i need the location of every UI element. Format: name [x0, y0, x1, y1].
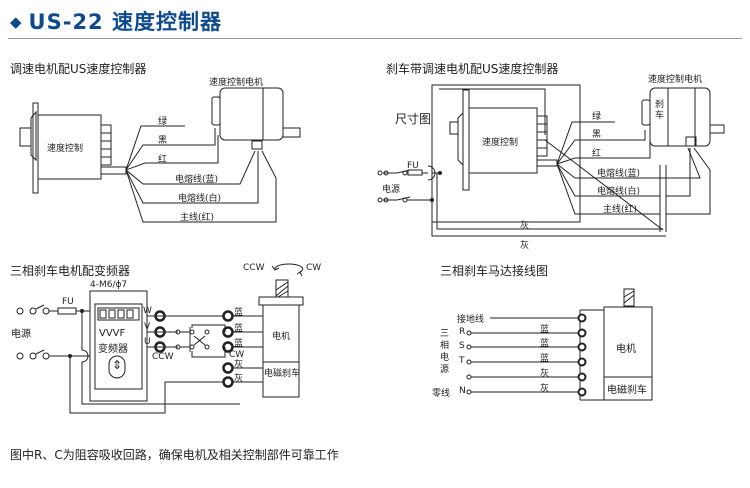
d2-motor-label: 速度控制电机: [648, 75, 703, 85]
d2-wire-fuse-blue: 电熔线(蓝): [597, 169, 641, 179]
d4-terminal-t: T: [459, 356, 465, 366]
d3-power-label: 电源: [11, 329, 31, 340]
d2-power-label: 电源: [382, 185, 401, 195]
d3-rotation-cw: CW: [306, 263, 322, 273]
d3-wire-blue-2: 蓝: [234, 324, 244, 334]
d3-terminal-u: U: [144, 337, 151, 347]
d1-terminal-block: [100, 124, 112, 166]
d4-wire-blue-3: 蓝: [540, 354, 550, 364]
d4-wire-gray-1: 灰: [540, 369, 550, 379]
d4-brake-label: 电磁刹车: [607, 385, 647, 396]
d1-cable: [100, 166, 127, 175]
d1-motor-terminal: [251, 140, 263, 150]
d4-terminal-r: R: [459, 327, 466, 337]
d3-wire-gray-1: 灰: [234, 360, 244, 370]
d1-flange: [32, 102, 39, 194]
d1-motor-body: [219, 87, 284, 141]
d4-motor-label: 电机: [616, 344, 636, 355]
d1-shaft: [19, 127, 32, 147]
footer-note: 图中R、C为阻容吸收回路，确保电机及相关控制部件可靠工作: [10, 448, 339, 462]
d3-shaft: [275, 279, 289, 298]
d4-wire-gray-2: 灰: [540, 384, 550, 394]
d3-motor-label: 电机: [272, 332, 291, 342]
d2-terminal-block: [536, 115, 548, 157]
d2-dimension-label: 尺寸图: [395, 112, 432, 126]
d3-ccw-label: CCW: [152, 352, 174, 362]
d3-fuse-label: FU: [62, 297, 74, 307]
d4-wire-blue-2: 蓝: [540, 339, 550, 349]
d2-fuse-label: FU: [407, 161, 419, 171]
d2-frame-outer: [431, 84, 581, 223]
diagram1-title: 调速电机配US速度控制器: [10, 62, 147, 76]
d2-wire-black: 黑: [592, 130, 602, 140]
d1-controller-label: 速度控制: [47, 144, 84, 154]
d3-rotation-ccw: CCW: [243, 263, 265, 273]
d4-ground-label: 接地线: [457, 315, 485, 325]
d2-gray-wire-1: 灰: [520, 221, 530, 231]
d3-wire-gray-2: 灰: [234, 374, 244, 384]
diagram2-title: 刹车带调速电机配US速度控制器: [386, 62, 559, 76]
d1-wire-main-red: 主线(红): [180, 213, 215, 223]
d2-wire-main-red: 主线(红): [603, 205, 638, 215]
d2-wire-red: 红: [592, 149, 602, 159]
d4-terminal-s: S: [459, 341, 465, 351]
d4-neutral-label: 零线: [432, 389, 451, 399]
d2-wire-green: 绿: [592, 112, 602, 122]
d2-wire-fuse-white: 电熔线(白): [597, 187, 641, 197]
d1-wire-fuse-blue: 电熔线(蓝): [175, 175, 219, 185]
d1-wire-red: 红: [158, 155, 168, 165]
d3-terminal-w: W: [143, 306, 152, 316]
d2-flange: [462, 89, 470, 191]
diamond-icon: ◆: [10, 13, 23, 31]
title-divider: [8, 38, 742, 39]
updown-arrow-icon: ⇕: [112, 358, 123, 372]
d3-mount-label: 4-M6/ϕ7: [90, 280, 128, 290]
d1-wire-green: 绿: [158, 117, 168, 127]
d1-flange-bevel: [30, 110, 37, 162]
d4-wire-blue-1: 蓝: [540, 325, 550, 335]
d3-inverter-label-1: VVVF: [99, 328, 126, 339]
d2-gray-wire-2: 灰: [520, 241, 530, 251]
page-title: ◆ US-22 速度控制器: [10, 6, 222, 36]
diagram4-title: 三相刹车马达接线图: [440, 264, 549, 278]
d4-phase-label: 三相电源: [440, 329, 450, 375]
d1-wire-fuse-white: 电熔线(白): [178, 194, 222, 204]
d1-motor-rear: [211, 96, 221, 126]
d2-controller-label: 速度控制: [482, 138, 519, 148]
d3-wire-blue-3: 蓝: [234, 339, 244, 349]
d1-motor-shaft: [282, 127, 301, 138]
d2-brake-label: 刹车: [655, 100, 665, 121]
d3-inverter-label-2: 变频器: [98, 344, 128, 355]
d1-wire-black: 黑: [158, 136, 168, 146]
d3-motor-body: [262, 304, 300, 398]
d3-brake-label: 电磁刹车: [264, 369, 301, 379]
page-title-text: US-22 速度控制器: [28, 10, 222, 34]
d1-motor-label: 速度控制电机: [209, 78, 264, 88]
d4-terminal-n: N: [459, 386, 466, 396]
d3-fuse: [57, 307, 77, 315]
d3-cw-label: CW: [229, 350, 245, 360]
diagram3-title: 三相刹车电机配变频器: [10, 264, 131, 278]
d3-wire-blue-1: 蓝: [234, 308, 244, 318]
d3-terminal-v: V: [144, 322, 151, 332]
